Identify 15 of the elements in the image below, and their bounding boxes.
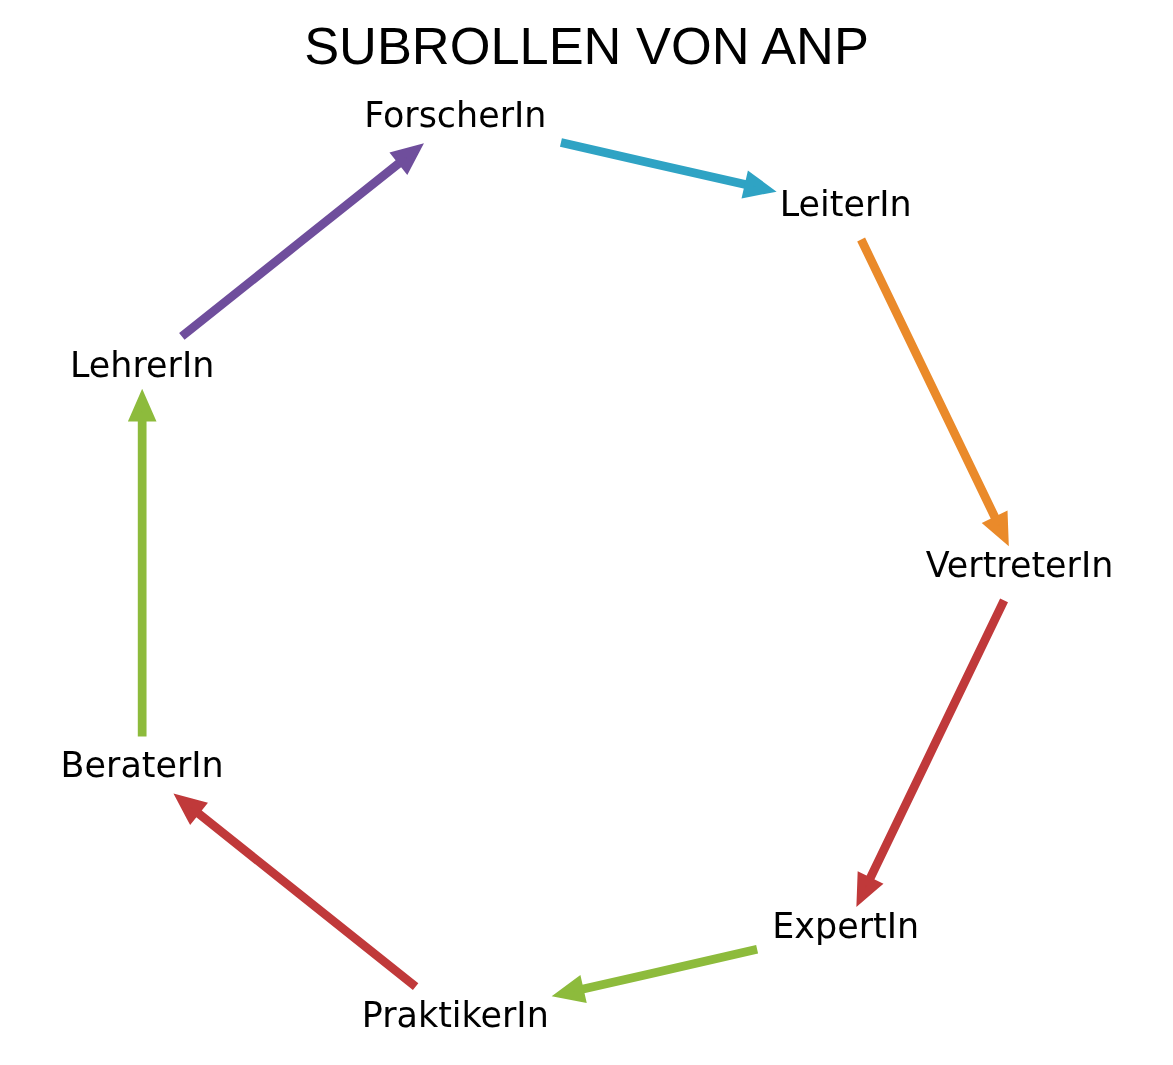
node-text: ExpertIn bbox=[772, 905, 920, 946]
diagram-title: SUBROLLEN VON ANP bbox=[304, 17, 869, 76]
node-text: BeraterIn bbox=[60, 745, 224, 786]
node-text: PraktikerIn bbox=[361, 994, 549, 1035]
node-text: LeiterIn bbox=[779, 184, 912, 225]
arrow bbox=[559, 138, 777, 199]
node-text: ForscherIn bbox=[364, 95, 547, 136]
arrow bbox=[857, 237, 1009, 547]
node-text: LehrerIn bbox=[70, 344, 215, 385]
arrow bbox=[127, 388, 157, 737]
arrow bbox=[179, 143, 424, 340]
arrow bbox=[173, 793, 419, 991]
node-text: VertreterIn bbox=[925, 545, 1114, 586]
arrow bbox=[551, 945, 759, 1003]
arrow bbox=[856, 598, 1008, 907]
